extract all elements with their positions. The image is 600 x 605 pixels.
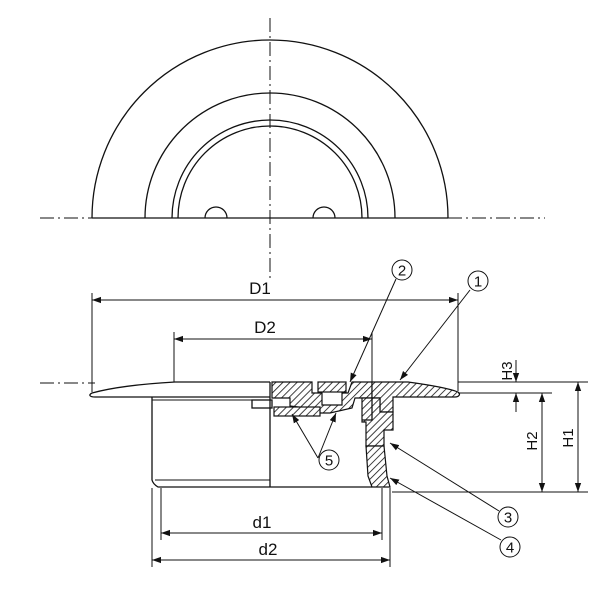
callout-1-leader [399, 289, 471, 381]
left-flange-outline [89, 381, 270, 398]
callout-1-circle [467, 270, 489, 292]
callout-5-circle [318, 449, 340, 471]
callout-3-number: 3 [504, 510, 512, 527]
label-H3: H3 [499, 361, 516, 380]
body-upper-section [361, 397, 394, 447]
body-lower-section [365, 445, 391, 488]
callout-2-leader [349, 278, 397, 383]
inner-ring-arc-outer [171, 119, 369, 219]
right-hole [312, 206, 336, 219]
callout-4-leader [389, 477, 502, 541]
middle-ring-arc [144, 92, 396, 219]
top-view [40, 18, 545, 280]
callouts: 1 2 3 4 5 [291, 259, 521, 558]
label-d1: d1 [253, 513, 272, 532]
dimension-lines [91, 293, 588, 567]
callout-4-circle [499, 536, 521, 558]
inner-ring-arc-inner [177, 125, 363, 219]
callout-5-leader-a [291, 413, 319, 459]
left-body-outline [151, 397, 270, 488]
flange-section [371, 381, 461, 413]
callout-4-number: 4 [506, 540, 514, 557]
callout-5-number: 5 [325, 453, 333, 470]
callout-3-leader [389, 442, 500, 512]
label-D2: D2 [254, 318, 276, 337]
inner-step-line [362, 398, 373, 421]
callout-2-number: 2 [398, 263, 406, 280]
dimension-labels: D1 D2 d1 d2 H3 H2 H1 [249, 279, 577, 559]
grate-center-rib [317, 381, 347, 393]
label-D1: D1 [249, 279, 271, 298]
label-d2: d2 [259, 540, 278, 559]
gasket-tab [251, 399, 273, 409]
label-H1: H1 [560, 428, 577, 447]
gasket-section [273, 406, 321, 417]
callout-3-circle [497, 506, 519, 528]
label-H2: H2 [524, 431, 541, 450]
outer-flange-arc [91, 39, 449, 219]
callout-2-circle [391, 259, 413, 281]
left-hole [204, 206, 228, 219]
side-view [40, 381, 461, 488]
callout-5-leader-b [317, 412, 337, 459]
callout-1-number: 1 [474, 274, 482, 291]
